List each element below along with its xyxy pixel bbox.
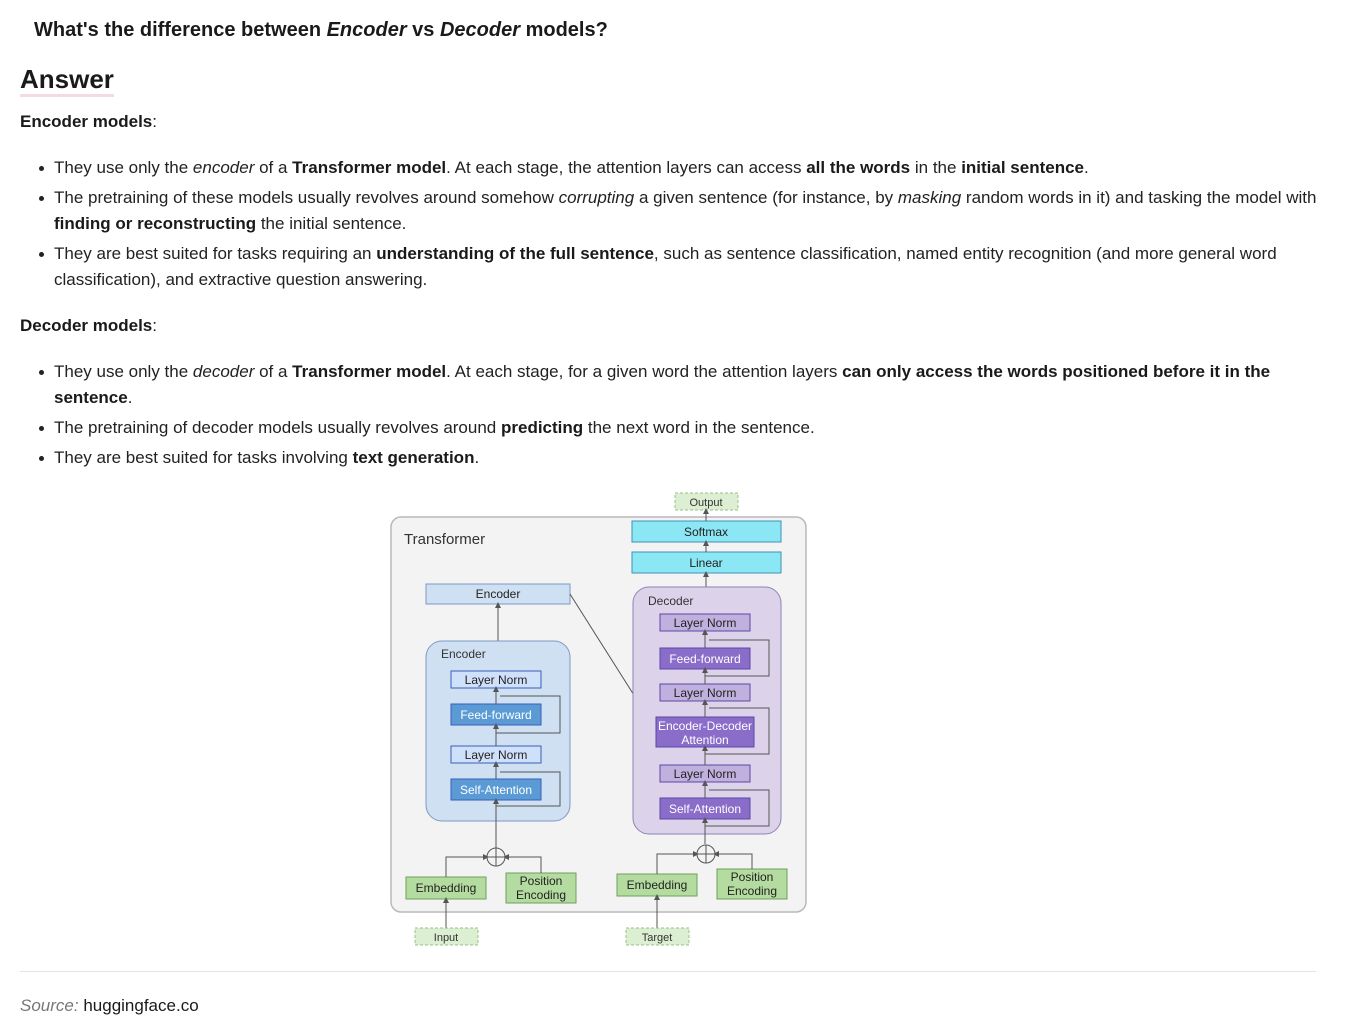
encoder-layer-norm-1-label: Layer Norm <box>465 748 528 762</box>
decoder-points-list: They use only the decoder of a Transform… <box>20 359 1320 475</box>
encoder-point-3: They are best suited for tasks requiring… <box>20 241 1320 293</box>
encoder-position-label-2: Encoding <box>516 888 566 902</box>
encoder-point-1: They use only the encoder of a Transform… <box>20 155 1320 181</box>
encoder-position-box <box>505 872 577 904</box>
encoder-embedding-label: Embedding <box>416 881 477 895</box>
input-box <box>414 927 479 946</box>
source-link[interactable]: huggingface.co <box>83 996 199 1015</box>
softmax-label: Softmax <box>684 525 728 539</box>
transformer-title: Transformer <box>404 531 485 548</box>
encoder-points-list: They use only the encoder of a Transform… <box>20 155 1320 297</box>
decoder-feed-forward-label: Feed-forward <box>669 652 740 666</box>
decoder-point-3: They are best suited for tasks involving… <box>20 445 1320 471</box>
transformer-diagram: Transformer Output Softmax Linear Encode… <box>390 492 807 946</box>
answer-heading: Answer <box>20 64 114 97</box>
decoder-position-box <box>716 868 788 900</box>
target-label: Target <box>642 932 673 944</box>
encoder-position-label-1: Position <box>520 874 563 888</box>
decoder-position-label-1: Position <box>731 870 774 884</box>
decoder-section-title: Decoder models: <box>20 316 157 335</box>
encoder-point-2: The pretraining of these models usually … <box>20 185 1320 237</box>
decoder-cross-attention <box>655 716 755 748</box>
encoder-add-icon <box>486 847 506 867</box>
source-label: Source: <box>20 996 79 1015</box>
encoder-section-title: Encoder models: <box>20 112 157 131</box>
question-heading: What's the difference between Encoder vs… <box>34 19 608 41</box>
encoder-block-label: Encoder <box>441 647 486 661</box>
input-label: Input <box>434 932 458 944</box>
decoder-point-2: The pretraining of decoder models usuall… <box>20 415 1320 441</box>
decoder-cross-attention-label-1: Encoder-Decoder <box>658 719 752 733</box>
source-line: Source: huggingface.co <box>20 996 199 1016</box>
decoder-connectors <box>702 629 770 844</box>
encoder-output-label: Encoder <box>476 587 521 601</box>
decoder-layer-norm-2-label: Layer Norm <box>674 686 737 700</box>
decoder-point-1: They use only the decoder of a Transform… <box>20 359 1320 411</box>
decoder-cross-attention-label-2: Attention <box>681 733 728 747</box>
decoder-block-label: Decoder <box>648 594 693 608</box>
divider <box>20 971 1316 972</box>
decoder-layer-norm-1-label: Layer Norm <box>674 767 737 781</box>
decoder-embedding-label: Embedding <box>627 878 688 892</box>
encoder-layer-norm-2-label: Layer Norm <box>465 673 528 687</box>
decoder-layer-norm-3-label: Layer Norm <box>674 616 737 630</box>
linear-label: Linear <box>689 556 722 570</box>
encoder-feed-forward-label: Feed-forward <box>460 708 531 722</box>
target-box <box>625 927 690 946</box>
encoder-self-attention-label: Self-Attention <box>460 783 532 797</box>
decoder-position-label-2: Encoding <box>727 884 777 898</box>
decoder-self-attention-label: Self-Attention <box>669 802 741 816</box>
output-label: Output <box>689 497 722 509</box>
decoder-add-icon <box>696 844 716 864</box>
embedding-connectors <box>443 851 753 928</box>
encoder-connectors <box>493 686 561 848</box>
